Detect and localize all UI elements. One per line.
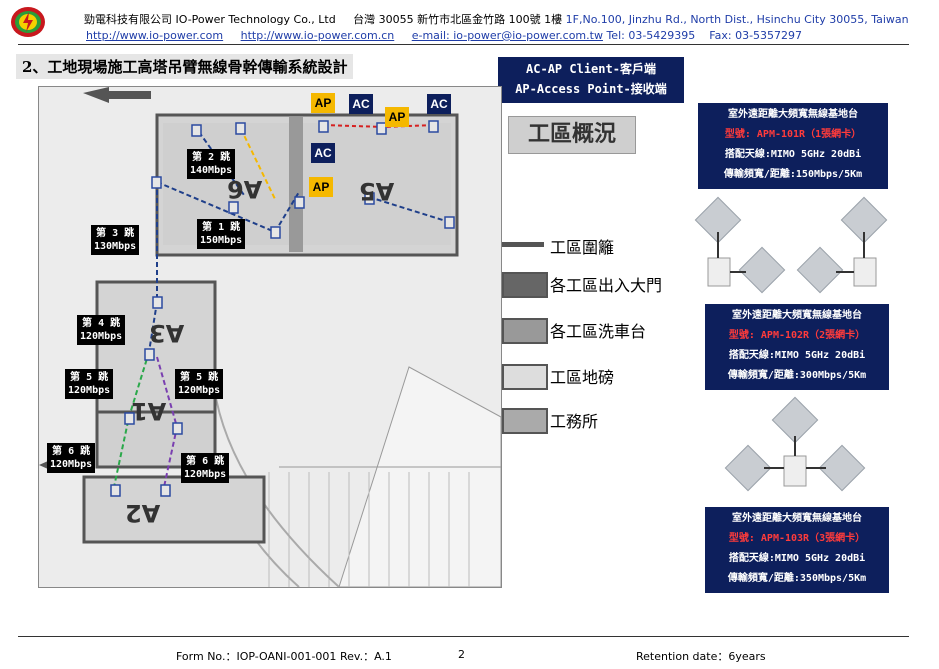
legend-item-scale: 工區地磅 [502, 362, 692, 390]
zone-label-a6: A6 [227, 175, 263, 203]
header-divider [18, 44, 909, 45]
company-name-en: IO-Power Technology Co., Ltd [175, 13, 336, 26]
revision: Rev.：A.1 [340, 650, 392, 663]
website-link-tw[interactable]: http://www.io-power.com [86, 29, 224, 42]
fence-line-icon [502, 242, 544, 247]
zone-label-a3: A3 [149, 319, 185, 347]
legend-item-fence: 工區圍籬 [502, 232, 692, 258]
product-spec-apm-102r: 室外遠距離大頻寬無線基地台 型號: APM-102R（2張網卡） 搭配天線:MI… [705, 304, 889, 390]
gate-swatch-icon [502, 272, 548, 298]
company-name-zh: 勁電科技有限公司 [84, 13, 172, 26]
tel-text: Tel: 03-5429395 [606, 29, 696, 42]
legend-item-gate: 各工區出入大門 [502, 270, 692, 298]
company-logo [10, 6, 46, 38]
header-line-1: 勁電科技有限公司 IO-Power Technology Co., Ltd 台灣… [84, 11, 909, 27]
website-link-cn[interactable]: http://www.io-power.com.cn [240, 29, 395, 42]
scale-swatch-icon [502, 364, 548, 390]
ap-tag: AP [309, 177, 333, 197]
page-number: 2 [458, 648, 465, 661]
product-image-apm-103r [722, 396, 868, 500]
product-spec-apm-103r: 室外遠距離大頻寬無線基地台 型號: APM-103R（3張網卡） 搭配天線:MI… [705, 507, 889, 593]
ap-tag: AP [385, 107, 409, 127]
footer-divider [18, 636, 909, 637]
ap-tag: AP [311, 93, 335, 113]
email-link[interactable]: e-mail: io-power@io-power.com.tw [411, 29, 603, 42]
fax-text: Fax: 03-5357297 [709, 29, 803, 42]
ac-tag: AC [427, 94, 451, 114]
form-number: Form No.：IOP-OANI-001-001 [176, 650, 337, 663]
wash-swatch-icon [502, 318, 548, 344]
client-ap-mode-box: AC-AP Client-客戶端 AP-Access Point-接收端 [498, 57, 684, 103]
legend-item-wash: 各工區洗車台 [502, 316, 692, 344]
header-line-2: http://www.io-power.com http://www.io-po… [86, 29, 802, 42]
overview-label: 工區概況 [508, 116, 636, 154]
zone-label-a5: A5 [359, 177, 395, 205]
ac-tag: AC [349, 94, 373, 114]
address-zh: 台灣 30055 新竹市北區金竹路 100號 1樓 [353, 13, 563, 26]
zone-label-a2: A2 [125, 499, 161, 527]
retention-date: Retention date：6years [636, 650, 766, 663]
section-title: 2、工地現場施工高塔吊臂無線骨幹傳輸系統設計 [16, 54, 354, 79]
address-en: 1F,No.100, Jinzhu Rd., North Dist., Hsin… [565, 13, 909, 26]
zone-label-a1: A1 [131, 397, 167, 425]
ac-tag: AC [311, 143, 335, 163]
legend-item-office: 工務所 [502, 406, 692, 434]
office-swatch-icon [502, 408, 548, 434]
product-image-apm-102r [694, 196, 888, 300]
mode-line-2: AP-Access Point-接收端 [515, 82, 667, 96]
mode-line-1: AC-AP Client-客戶端 [526, 62, 656, 76]
product-spec-apm-101r: 室外遠距離大頻寬無線基地台 型號: APM-101R（1張網卡） 搭配天線:MI… [698, 103, 888, 189]
